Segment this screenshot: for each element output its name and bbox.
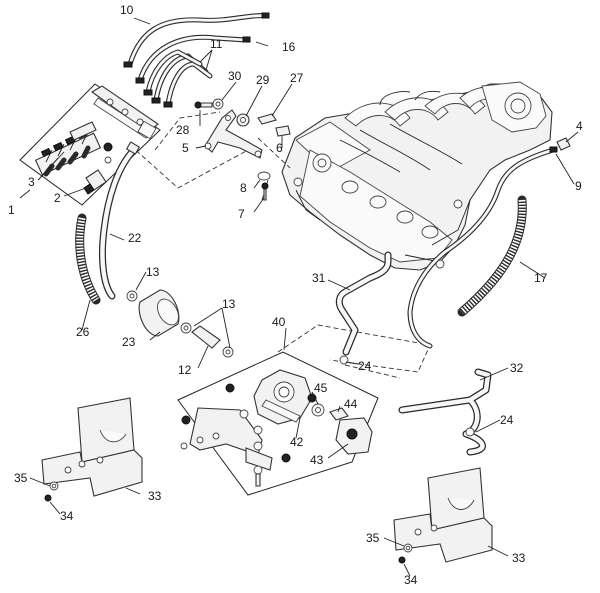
callout-24-left: 24 [358,359,372,373]
callout-8: 8 [240,181,247,195]
callout-23: 23 [122,335,136,349]
heat-shield-right [393,467,493,564]
callout-3: 3 [28,175,35,189]
callout-1: 1 [8,203,15,217]
callout-6: 6 [276,141,283,155]
coolant-pipes [335,251,492,456]
callout-32: 32 [510,361,524,375]
injector-block [34,121,102,177]
engine-block [281,81,553,271]
callout-45: 45 [314,381,328,395]
callout-42: 42 [290,435,304,449]
callout-40: 40 [272,315,286,329]
callout-5: 5 [182,141,189,155]
right-hoses [407,137,571,349]
callout-2: 2 [54,191,61,205]
callout-34-left: 34 [60,509,74,523]
callout-30: 30 [228,69,242,83]
callout-35-left: 35 [14,471,28,485]
callout-31: 31 [312,271,326,285]
callout-16: 16 [282,40,296,54]
filter-assembly [126,289,234,358]
injector-rail-assembly [34,85,159,195]
callout-33-left: 33 [148,489,162,503]
callout-34-right: 34 [404,573,418,587]
callout-7: 7 [238,207,245,221]
callout-35-right: 35 [366,531,380,545]
callout-28: 28 [176,123,190,137]
leader-lines [19,17,579,577]
callout-13-upper: 13 [146,265,160,279]
callout-33-right: 33 [512,551,526,565]
callout-4: 4 [576,119,583,133]
left-hoses [75,141,141,305]
callout-24-right: 24 [500,413,514,427]
gas-pipes [123,12,270,108]
callout-27: 27 [290,71,304,85]
callout-26: 26 [76,325,90,339]
bracket-assembly [194,98,291,201]
callout-10: 10 [120,3,134,17]
callout-labels: 1 2 3 4 5 6 7 8 9 10 11 12 13 13 16 17 2… [8,3,583,587]
marker-dot [103,142,113,152]
callout-13-lower: 13 [222,297,236,311]
callout-29: 29 [256,73,270,87]
rail-sensor [83,169,107,195]
callout-43: 43 [310,453,324,467]
callout-9: 9 [575,179,582,193]
reducer-assembly [180,369,373,487]
heat-shield-left [41,397,143,502]
callout-22: 22 [128,231,142,245]
callout-17: 17 [534,271,548,285]
callout-44: 44 [344,397,358,411]
callout-11: 11 [210,37,223,51]
callout-12: 12 [178,363,192,377]
